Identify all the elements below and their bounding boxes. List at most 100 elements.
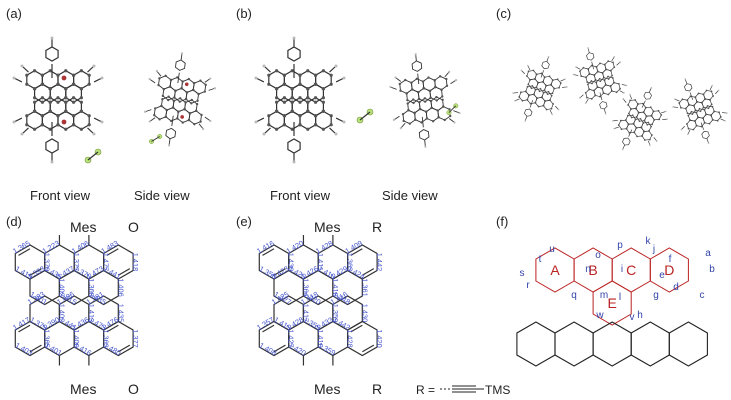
a-side-ring-2 <box>181 78 195 93</box>
f-bond-label-n: n <box>585 264 591 275</box>
a-front-atom-c <box>71 82 76 86</box>
d-bottom-mes: Mes <box>70 381 96 397</box>
c-mol-4-mes-ring <box>684 83 693 92</box>
c-mol-2-h-bond <box>621 84 627 86</box>
c-mol-4-atom-c <box>709 98 711 101</box>
a-side-atom-c <box>190 102 193 105</box>
a-side-atom-c <box>153 113 156 117</box>
c-mol-4-molecule <box>672 78 728 144</box>
c-mol-3-atom-c <box>637 111 640 114</box>
f-ring-red-4 <box>592 280 632 326</box>
f-bond-label-h: h <box>637 310 643 321</box>
b-front-atom-c <box>298 114 302 118</box>
b-side-atom-h <box>414 53 417 56</box>
c-mol-2-atom-c <box>599 95 601 98</box>
c-mol-4-atom-h <box>684 78 687 80</box>
c-mol-3-atom-c <box>653 118 656 121</box>
b-front-atom-c <box>290 69 294 73</box>
a-side-atom-c <box>154 107 157 110</box>
d-bond-length: 1.393 <box>26 264 47 281</box>
b-side-atom-c <box>398 82 402 86</box>
b-side-ring-3 <box>434 75 448 91</box>
a-front-atom-c <box>48 69 52 73</box>
b-front-atom-c <box>282 123 287 127</box>
e-ring-6 <box>332 269 363 306</box>
b-side-atom-c <box>399 89 402 92</box>
b-side-atom-c <box>417 97 421 101</box>
b-side-ring-11 <box>414 108 428 123</box>
b-front-atom-c <box>275 69 279 73</box>
a-front-atom-c <box>48 87 52 91</box>
c-mol-2-atom-h <box>613 55 616 58</box>
c-mol-4-atom-c <box>697 92 700 95</box>
c-mol-1-atom-h <box>557 108 560 111</box>
a-front-atom-c <box>40 73 45 77</box>
c-mol-1-atom-c <box>537 81 539 84</box>
c-mol-2-atom-c <box>594 94 597 97</box>
d-bond-length: 1.418 <box>131 253 140 272</box>
b-side-atom-c <box>410 88 414 91</box>
c-mol-3-atom-c <box>630 116 633 119</box>
c-mol-4-atom-c <box>702 93 705 96</box>
a-front-atom-c <box>79 109 83 113</box>
b-side-atom-c <box>414 118 417 121</box>
c-mol-1-atom-c <box>539 87 542 90</box>
b-side-atom-c <box>406 102 409 105</box>
c-mol-3-atom-c <box>648 130 650 132</box>
a-side-atom-c <box>158 77 161 80</box>
c-mol-4-atom-h <box>686 133 689 136</box>
a-front-cl-bond <box>87 151 99 161</box>
e-double-bond <box>350 324 363 333</box>
c-mol-3-atom-c <box>637 103 639 105</box>
c-mol-3-mes-ring <box>643 91 652 100</box>
c-mol-4-atom-c <box>695 124 698 127</box>
b-side-atom-c <box>435 95 438 99</box>
c-mol-1-mes-ring <box>524 108 533 117</box>
c-mol-2-atom-c <box>593 74 596 77</box>
b-side-atom-c <box>431 120 435 123</box>
b-side-atom-c <box>433 79 436 82</box>
b-side-atom-c <box>442 105 445 108</box>
a-front-ring-11 <box>41 110 59 130</box>
b-front-atom-h <box>292 36 296 40</box>
c-mol-2-atom-c <box>586 81 589 84</box>
a-front-atom-c <box>40 123 45 127</box>
c-mol-4-atom-c <box>685 123 688 125</box>
b-front-atom-c <box>282 96 287 100</box>
a-side-atom-c <box>173 96 176 99</box>
b-front-atom-h <box>254 120 258 124</box>
c-mol-4-atom-c <box>708 122 711 125</box>
b-side-atom-c <box>427 76 430 79</box>
c-mol-1-atom-c <box>525 75 528 77</box>
a-side-atom-c <box>178 100 181 103</box>
e-bond-length: 1.420 <box>287 341 308 358</box>
c-mol-2-atom-c <box>599 62 601 65</box>
c-mol-4-atom-c <box>710 103 713 106</box>
c-mol-1-atom-c <box>545 84 548 87</box>
a-side-atom-h <box>148 120 151 123</box>
e-double-bond <box>350 248 363 256</box>
c-mol-2-atom-c <box>611 74 613 77</box>
a-front-ring-4 <box>34 83 51 103</box>
b-front-atom-c <box>282 73 287 77</box>
c-mol-3-atom-c <box>648 138 651 141</box>
c-mol-4-atom-c <box>687 114 690 117</box>
c-mol-1-h-bond <box>514 98 520 102</box>
c-mol-1-atom-c <box>550 83 552 86</box>
a-front-atom-c <box>48 109 52 113</box>
b-front-atom-c <box>298 96 302 100</box>
b-side-atom-c <box>437 116 440 119</box>
f-ring-label-C: C <box>626 262 636 278</box>
c-mol-3-atom-h <box>666 118 668 121</box>
a-side-atom-c <box>161 98 164 101</box>
d-bond-length: 1.435 <box>116 304 125 323</box>
e-bond-length: 1.408 <box>258 341 279 358</box>
b-side-mes-methyl <box>415 54 417 61</box>
c-mol-4-atom-c <box>694 96 697 99</box>
a-side-atom-c <box>166 98 170 102</box>
a-front-atom-c <box>71 96 76 100</box>
c-mol-1-atom-c <box>551 92 554 95</box>
c-mol-1-atom-c <box>530 87 533 90</box>
c-mol-1-atom-h <box>524 120 527 122</box>
d-bottom-o: O <box>128 381 139 397</box>
